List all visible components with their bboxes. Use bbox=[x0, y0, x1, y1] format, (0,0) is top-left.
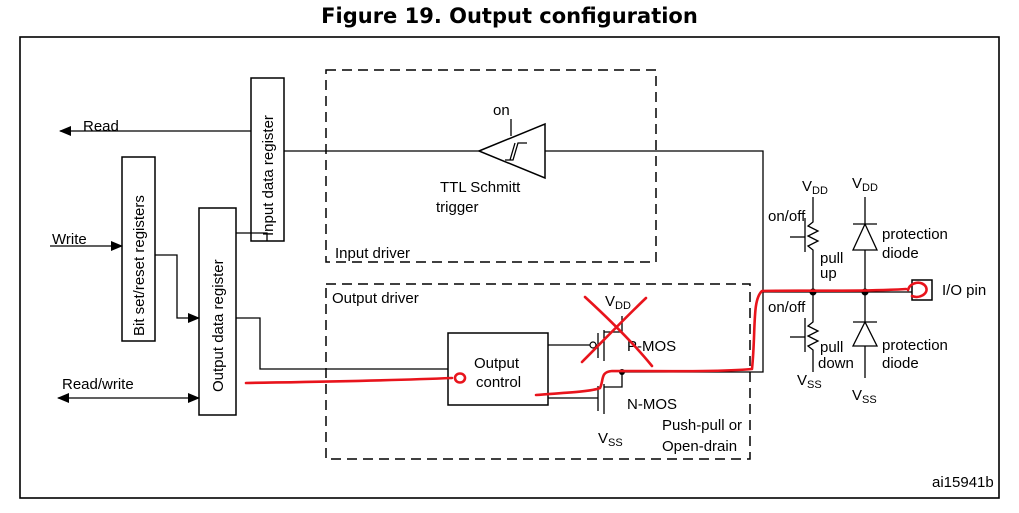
pull-down-pull-label: pull bbox=[820, 339, 843, 356]
figure-title: Figure 19. Output configuration bbox=[321, 4, 698, 28]
pull-up-pull-label: pull bbox=[820, 250, 843, 267]
nmos-label: N-MOS bbox=[627, 396, 677, 413]
output-control-label-2: control bbox=[476, 374, 521, 391]
odr-to-idr-wire bbox=[236, 232, 268, 241]
pull-up-on-off-label: on/off bbox=[768, 208, 806, 225]
pull-down-down-label: down bbox=[818, 355, 854, 372]
output-control-box bbox=[447, 332, 549, 406]
output-data-register-box bbox=[198, 207, 237, 416]
outer-frame bbox=[19, 36, 1000, 499]
lower-diode-label: diode bbox=[882, 355, 919, 372]
output-driver-region bbox=[325, 283, 751, 460]
figure-id-label: ai15941b bbox=[932, 474, 994, 491]
red-annotation-output-control-circle bbox=[453, 372, 467, 384]
lower-diode-symbol bbox=[851, 320, 879, 347]
input-driver-region bbox=[325, 69, 657, 263]
input-driver-label: Input driver bbox=[335, 245, 410, 262]
upper-diode-symbol bbox=[851, 222, 879, 251]
read-write-label: Read/write bbox=[62, 376, 134, 393]
pull-up-up-label: up bbox=[820, 265, 837, 282]
open-drain-label: Open-drain bbox=[662, 438, 737, 455]
pull-up-resistor bbox=[806, 213, 820, 292]
input-data-register-box bbox=[250, 77, 285, 242]
red-annotation-nmos-path bbox=[534, 287, 908, 397]
odr-to-output-control-wire bbox=[236, 317, 448, 370]
pmos-vdd-label: VDD bbox=[605, 293, 631, 312]
red-annotation-odr-path bbox=[244, 376, 454, 385]
input-data-register-label: Input data register bbox=[260, 115, 277, 236]
bit-set-reset-label: Bit set/reset registers bbox=[131, 195, 148, 336]
read-label: Read bbox=[83, 118, 119, 135]
pull-up-vdd-label: VDD bbox=[802, 178, 828, 197]
red-annotation-pmos-cross bbox=[580, 295, 654, 368]
io-pin-label: I/O pin bbox=[942, 282, 986, 299]
upper-diode-label: diode bbox=[882, 245, 919, 262]
pmos-bubble bbox=[589, 341, 597, 349]
bsrr-to-odr-wire bbox=[155, 254, 200, 323]
write-label: Write bbox=[52, 231, 87, 248]
upper-protection-label: protection bbox=[882, 226, 948, 243]
pull-down-resistor bbox=[806, 292, 820, 372]
push-pull-label: Push-pull or bbox=[662, 417, 742, 434]
trigger-label: trigger bbox=[436, 199, 479, 216]
upper-diode-vdd-label: VDD bbox=[852, 175, 878, 194]
mos-to-pin-wire bbox=[622, 292, 764, 373]
pull-down-on-off-label: on/off bbox=[768, 299, 806, 316]
output-data-register-label: Output data register bbox=[210, 259, 227, 392]
lower-protection-label: protection bbox=[882, 337, 948, 354]
nmos-vss-label: VSS bbox=[598, 430, 623, 449]
output-control-label-1: Output bbox=[474, 355, 520, 372]
schmitt-on-label: on bbox=[493, 102, 510, 119]
io-pin-box bbox=[911, 279, 933, 301]
nmos-drain-source bbox=[604, 372, 623, 388]
hysteresis-icon bbox=[505, 142, 527, 161]
pull-down-vss-label: VSS bbox=[797, 372, 822, 391]
pin-to-schmitt-wire bbox=[545, 150, 764, 292]
lower-diode-vss-label: VSS bbox=[852, 387, 877, 406]
red-annotation-pin-circle bbox=[906, 281, 928, 299]
ttl-schmitt-label: TTL Schmitt bbox=[440, 179, 521, 196]
output-driver-label: Output driver bbox=[332, 290, 419, 307]
